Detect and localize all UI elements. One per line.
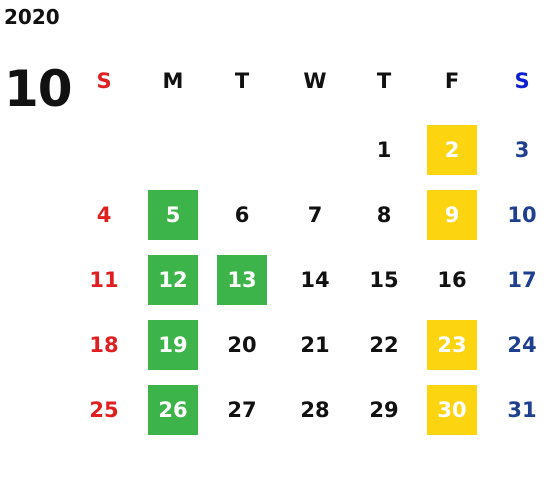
day-cell[interactable]: 1 bbox=[376, 138, 392, 162]
weekday-header-fri: F bbox=[444, 69, 460, 93]
month-label: 10 bbox=[4, 60, 73, 118]
weekday-header-thu: T bbox=[376, 69, 392, 93]
weekday-header-wed: W bbox=[303, 69, 327, 93]
day-cell[interactable]: 4 bbox=[96, 203, 112, 227]
day-cell[interactable]: 12 bbox=[148, 255, 198, 305]
weekday-header-sat: S bbox=[514, 69, 530, 93]
day-cell[interactable]: 6 bbox=[234, 203, 250, 227]
day-cell[interactable]: 11 bbox=[89, 268, 119, 292]
day-cell[interactable]: 27 bbox=[227, 398, 257, 422]
day-cell[interactable]: 24 bbox=[507, 333, 537, 357]
weekday-header-sun: S bbox=[96, 69, 112, 93]
day-cell[interactable]: 28 bbox=[300, 398, 330, 422]
day-cell[interactable]: 2 bbox=[427, 125, 477, 175]
day-cell[interactable]: 15 bbox=[369, 268, 399, 292]
day-cell[interactable]: 31 bbox=[507, 398, 537, 422]
day-cell[interactable]: 21 bbox=[300, 333, 330, 357]
day-cell[interactable]: 13 bbox=[217, 255, 267, 305]
day-cell[interactable]: 19 bbox=[148, 320, 198, 370]
year-label: 2020 bbox=[4, 5, 60, 29]
day-cell[interactable]: 14 bbox=[300, 268, 330, 292]
day-cell[interactable]: 10 bbox=[507, 203, 537, 227]
day-cell[interactable]: 9 bbox=[427, 190, 477, 240]
day-cell[interactable]: 30 bbox=[427, 385, 477, 435]
day-cell[interactable]: 3 bbox=[514, 138, 530, 162]
day-cell[interactable]: 5 bbox=[148, 190, 198, 240]
weekday-header-tue: T bbox=[234, 69, 250, 93]
day-cell[interactable]: 29 bbox=[369, 398, 399, 422]
day-cell[interactable]: 16 bbox=[437, 268, 467, 292]
weekday-header-mon: M bbox=[162, 69, 184, 93]
day-cell[interactable]: 23 bbox=[427, 320, 477, 370]
day-cell[interactable]: 18 bbox=[89, 333, 119, 357]
day-cell[interactable]: 20 bbox=[227, 333, 257, 357]
day-cell[interactable]: 8 bbox=[376, 203, 392, 227]
day-cell[interactable]: 26 bbox=[148, 385, 198, 435]
day-cell[interactable]: 17 bbox=[507, 268, 537, 292]
day-cell[interactable]: 22 bbox=[369, 333, 399, 357]
day-cell[interactable]: 7 bbox=[307, 203, 323, 227]
day-cell[interactable]: 25 bbox=[89, 398, 119, 422]
